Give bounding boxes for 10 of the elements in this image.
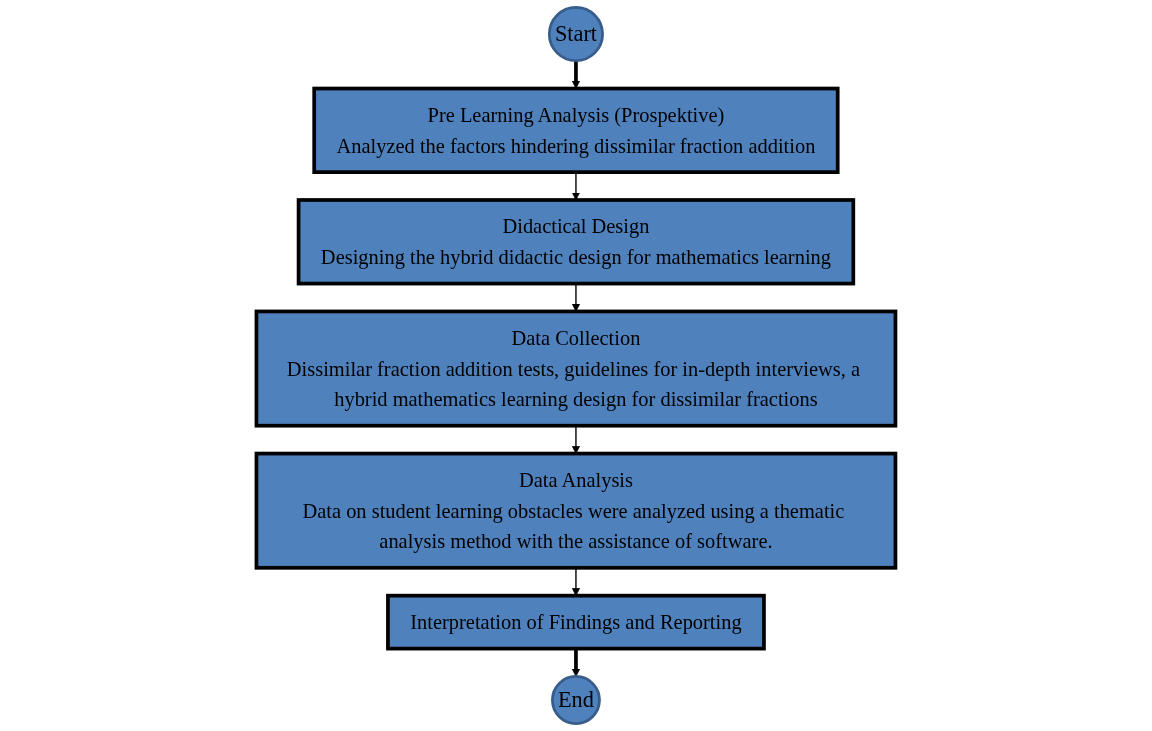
node-circle: Start xyxy=(547,6,604,63)
node-box: Pre Learning Analysis (Prospektive) Analyzed the factors hindering dissimilar fraction addition xyxy=(312,86,840,174)
node-box: Data Analysis Data on student learning obstacles were analyzed using a thematic analysis method with the assistance of software. xyxy=(254,451,898,570)
node-circle: End xyxy=(551,675,601,725)
arrow xyxy=(571,60,581,89)
arrow xyxy=(571,425,581,454)
node-box: Data Collection Dissimilar fraction addition tests, guidelines for in-depth interviews, a hybrid mathematics learning design for dissimilar fractions xyxy=(254,309,898,428)
node-box: Interpretation of Findings and Reporting xyxy=(386,593,766,651)
node-box: Didactical Design Designing the hybrid didactic design for mathematics learning xyxy=(296,198,856,286)
arrow xyxy=(571,648,581,677)
